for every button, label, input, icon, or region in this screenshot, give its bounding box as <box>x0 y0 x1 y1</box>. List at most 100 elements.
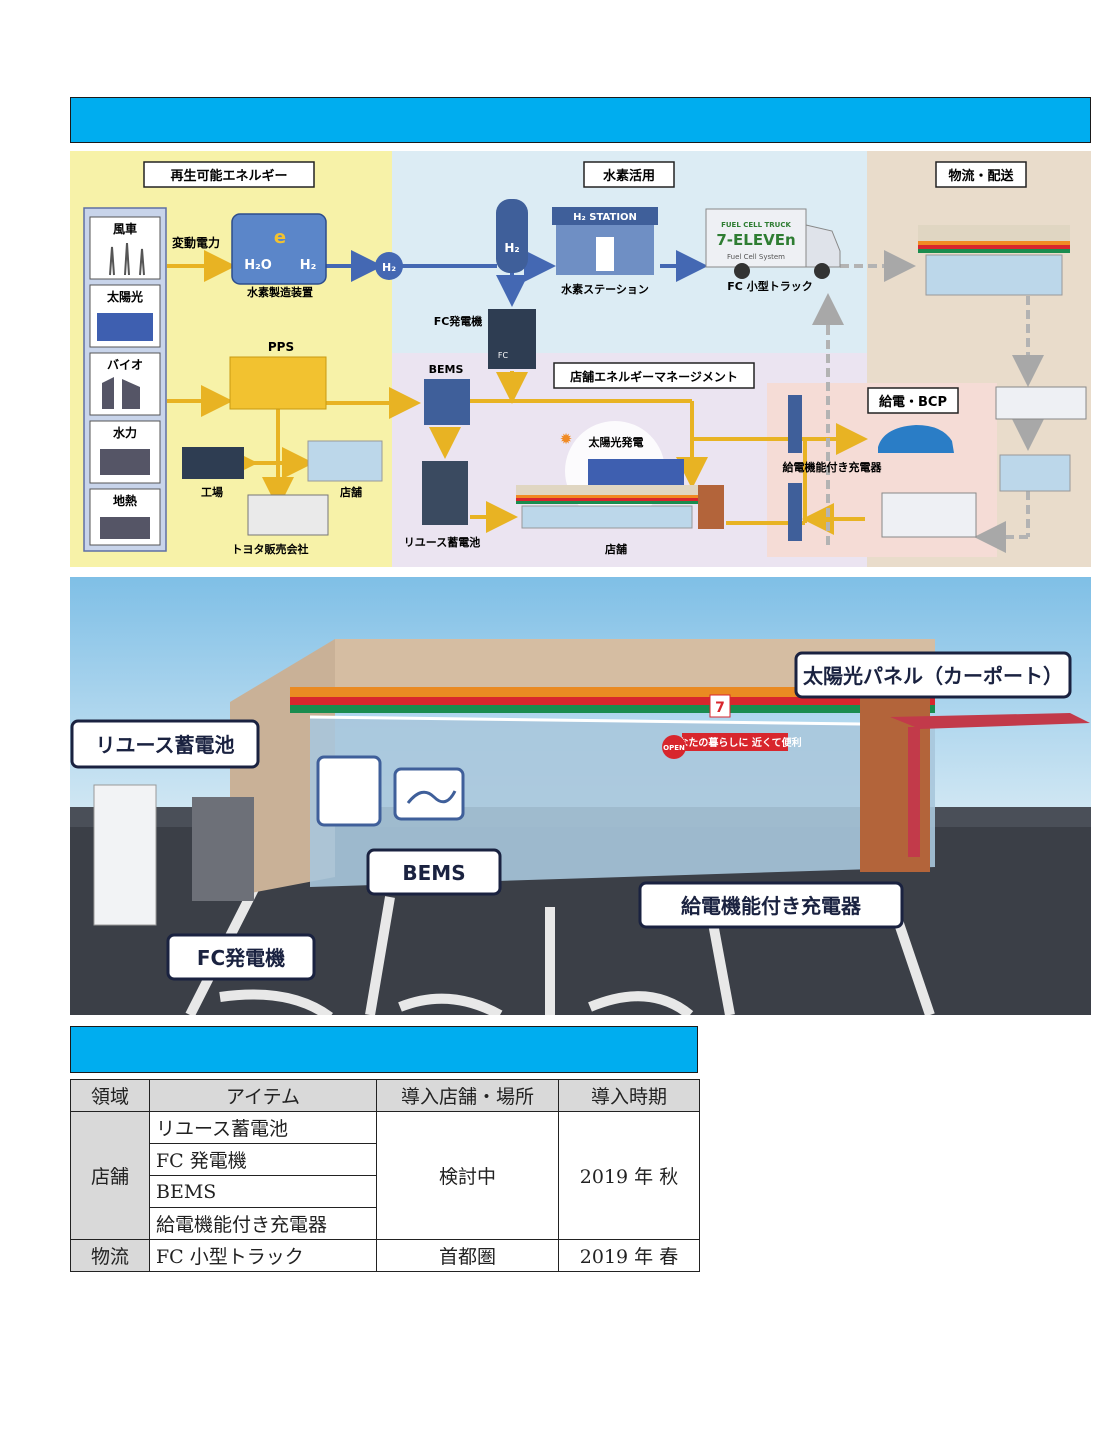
solar-panel-icon <box>97 313 153 341</box>
rollout-table: 領域 アイテム 導入店舗・場所 導入時期 店舗 リユース蓄電池 検討中 2019… <box>70 1079 700 1272</box>
truck-label: FC 小型トラック <box>727 279 812 293</box>
factory-label: 工場 <box>201 485 223 499</box>
table-cell-item: 給電機能付き充電器 <box>149 1207 377 1240</box>
render-battery-icon <box>93 784 157 926</box>
section-title-logistics: 物流・配送 <box>948 168 1014 184</box>
open-sign: OPEN <box>663 744 685 752</box>
table-row: 物流 FC 小型トラック 首都圏 2019 年 春 <box>70 1239 700 1272</box>
callout-charger-text: 給電機能付き充電器 <box>681 894 862 918</box>
callout-solar-carport-text: 太陽光パネル（カーポート） <box>803 664 1063 688</box>
table-cell-item: FC 発電機 <box>149 1143 377 1176</box>
electron-label: e <box>274 227 286 248</box>
main-store <box>516 485 724 529</box>
store-building: 7 あなたの暮らしに 近くて便利 OPEN <box>230 639 936 897</box>
header-bar-top <box>70 97 1091 143</box>
table-row: BEMS <box>71 1175 700 1208</box>
table-cell-timing-store: 2019 年 秋 <box>558 1111 700 1240</box>
table-cell-timing-logistics: 2019 年 春 <box>558 1239 700 1272</box>
station-sign: H₂ STATION <box>573 212 637 223</box>
truck-sub-label: Fuel Cell System <box>727 253 785 261</box>
variable-power-label: 変動電力 <box>172 235 220 250</box>
energy-flow-diagram: 再生可能エネルギー 水素活用 物流・配送 店舗エネルギーマネージメント 給電・B… <box>70 151 1091 567</box>
store-top-right <box>918 225 1070 296</box>
h2-badge-icon <box>375 252 403 280</box>
factory-icon <box>182 447 244 479</box>
section-title-supply-bcp: 給電・BCP <box>879 394 947 410</box>
h2o-label: H₂O <box>244 258 272 273</box>
table-cell-location-store: 検討中 <box>376 1111 559 1240</box>
callout-fc-generator-text: FC発電機 <box>197 946 285 970</box>
fc-generator-icon <box>488 309 536 369</box>
store-rendering: 7 あなたの暮らしに 近くて便利 OPEN リユース蓄電池 太陽光パネル（カーポ… <box>70 577 1091 1015</box>
callout-battery: リユース蓄電池 <box>70 719 260 769</box>
table-row: 店舗 リユース蓄電池 検討中 2019 年 秋 <box>70 1111 700 1240</box>
source-label-geothermal: 地熱 <box>113 493 137 508</box>
table-row: 給電機能付き充電器 <box>71 1207 700 1240</box>
section-title-renewable: 再生可能エネルギー <box>170 168 287 184</box>
table-header-location: 導入店舗・場所 <box>376 1079 559 1112</box>
hydrogen-tank-label: H₂ <box>504 241 519 255</box>
small-store-icon <box>307 440 383 482</box>
charger-label: 給電機能付き充電器 <box>783 460 883 474</box>
bems-panel-icon <box>424 379 470 425</box>
table-cell-item: BEMS <box>149 1175 377 1208</box>
rooftop-solar-icon <box>588 459 684 485</box>
source-solar: 太陽光 <box>89 284 161 348</box>
table-cell-area-store: 店舗 <box>70 1111 150 1240</box>
pps-building-icon <box>229 356 327 410</box>
table-header-timing: 導入時期 <box>558 1079 700 1112</box>
reuse-battery-label: リユース蓄電池 <box>404 535 480 549</box>
fc-truck-bottom-icon <box>881 492 977 538</box>
callout-fc-generator: FC発電機 <box>166 933 316 981</box>
source-label-hydro: 水力 <box>113 425 137 440</box>
section-title-hydrogen: 水素活用 <box>603 168 655 184</box>
main-store-label: 店舗 <box>605 542 627 556</box>
geothermal-plant-icon <box>100 517 150 539</box>
seven-logo: 7 <box>715 700 725 716</box>
hydrogen-plant-label: 水素製造装置 <box>247 285 313 299</box>
store-banner: あなたの暮らしに 近くて便利 <box>668 736 801 749</box>
table-cell-item: FC 小型トラック <box>149 1239 377 1272</box>
source-geothermal: 地熱 <box>89 488 161 546</box>
h2-output-label: H₂ <box>300 258 317 273</box>
fc-truck-top: FUEL CELL TRUCK 7-ELEVEn Fuel Cell Syste… <box>705 208 841 293</box>
render-fc-generator-icon <box>192 797 254 901</box>
callout-bems-text: BEMS <box>402 861 465 885</box>
reuse-battery-icon <box>422 461 468 525</box>
dam-icon <box>100 449 150 475</box>
table-cell-location-logistics: 首都圏 <box>376 1239 559 1272</box>
hydrogen-production-plant: e H₂O H₂ 水素製造装置 <box>231 213 327 299</box>
header-bar-table <box>70 1026 698 1073</box>
table-row: FC 発電機 <box>71 1143 700 1176</box>
source-hydro: 水力 <box>89 420 161 484</box>
sun-icon: ✹ <box>560 430 573 448</box>
charger-top-icon <box>788 395 802 453</box>
fuel-dispenser-icon <box>596 237 614 271</box>
source-label-solar: 太陽光 <box>107 289 143 304</box>
table-header-item: アイテム <box>149 1079 377 1112</box>
fc-truck-right-icon <box>995 386 1087 420</box>
hydrogen-station: H₂ STATION 水素ステーション <box>552 207 658 296</box>
callout-battery-text: リユース蓄電池 <box>96 733 235 757</box>
small-store-label: 店舗 <box>340 485 362 499</box>
hydrogen-tank-icon <box>496 199 528 273</box>
source-bio: バイオ <box>89 352 161 416</box>
solar-generation-label: 太陽光発電 <box>588 435 644 449</box>
table-cell-item: リユース蓄電池 <box>149 1111 377 1144</box>
callout-charger: 給電機能付き充電器 <box>638 881 904 929</box>
wind-turbine-icon <box>109 242 145 276</box>
ev-car-icon <box>878 425 954 453</box>
table-header-row: 領域 アイテム 導入店舗・場所 導入時期 <box>70 1079 700 1112</box>
render-bems-panel-icon <box>316 755 382 827</box>
source-wind: 風車 <box>89 216 161 280</box>
station-label: 水素ステーション <box>561 282 649 296</box>
fc-generator-label: FC発電機 <box>434 314 483 328</box>
table-cell-area-logistics: 物流 <box>70 1239 150 1272</box>
bems-label: BEMS <box>429 363 464 376</box>
callout-solar-carport: 太陽光パネル（カーポート） <box>794 651 1072 699</box>
callout-bems: BEMS <box>366 848 502 896</box>
solar-carport-roof <box>890 713 1090 729</box>
bio-plant-icon <box>102 377 140 409</box>
source-label-bio: バイオ <box>107 358 143 372</box>
source-label-wind: 風車 <box>113 221 137 236</box>
